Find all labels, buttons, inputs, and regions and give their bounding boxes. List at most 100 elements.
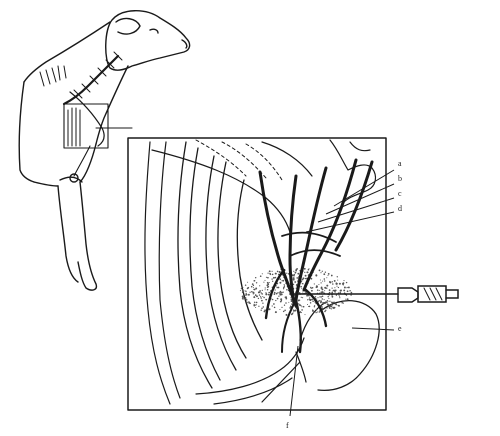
stipple-dot — [258, 306, 259, 307]
stipple-dot — [327, 300, 328, 301]
stipple-dot — [253, 287, 254, 288]
dog-head — [106, 11, 190, 70]
detail-frame-border — [128, 138, 386, 410]
stipple-dot — [267, 272, 268, 273]
stipple-dot — [261, 310, 262, 311]
stipple-dot — [311, 278, 313, 280]
stipple-dot — [312, 309, 313, 310]
stipple-dot — [279, 271, 281, 273]
stipple-dot — [324, 280, 325, 281]
stipple-dot — [258, 292, 260, 294]
stipple-dot — [262, 296, 263, 297]
stipple-dot — [265, 287, 266, 288]
stipple-dot — [283, 288, 284, 289]
stipple-dot — [332, 292, 333, 293]
stipple-dot — [293, 311, 294, 312]
stipple-dot — [325, 310, 326, 311]
stipple-dot — [342, 283, 344, 285]
stipple-dot — [324, 278, 326, 280]
stipple-dot — [242, 287, 243, 288]
stipple-dot — [255, 277, 256, 278]
stipple-dot — [321, 306, 323, 308]
stipple-dot — [295, 272, 297, 274]
stipple-dot — [329, 301, 330, 302]
stipple-dot — [253, 296, 255, 298]
stipple-dot — [312, 287, 314, 289]
stipple-dot — [253, 280, 254, 281]
stipple-dot — [337, 276, 338, 277]
stipple-dot — [269, 270, 271, 272]
stipple-dot — [284, 285, 285, 286]
stipple-dot — [263, 297, 265, 299]
body-wall-inner — [159, 142, 180, 398]
stipple-dot — [240, 290, 241, 291]
stipple-dot — [322, 291, 323, 292]
stipple-dot — [336, 282, 338, 284]
stipple-dot — [338, 287, 339, 288]
nerve-branch-2 — [296, 300, 301, 352]
stipple-dot — [291, 314, 293, 316]
stipple-dot — [255, 294, 257, 296]
stipple-dot — [276, 287, 278, 289]
stipple-dot — [305, 278, 306, 279]
stipple-dot — [315, 274, 317, 276]
stipple-dot — [314, 283, 315, 284]
stipple-dot — [314, 306, 315, 307]
stipple-dot — [333, 290, 334, 291]
stipple-dot — [265, 293, 267, 295]
stipple-dot — [339, 296, 340, 297]
stipple-dot — [285, 298, 287, 300]
stipple-dot — [260, 275, 262, 277]
stipple-dot — [262, 290, 263, 291]
stipple-dot — [320, 272, 321, 273]
stipple-dot — [275, 289, 276, 290]
stipple-dot — [337, 283, 338, 284]
stipple-dot — [293, 271, 294, 272]
stipple-dot — [275, 273, 277, 275]
stipple-dot — [286, 289, 288, 291]
stipple-dot — [268, 294, 270, 296]
stipple-dot — [311, 290, 313, 292]
stipple-dot — [305, 314, 306, 315]
vertebra-process — [350, 142, 370, 151]
stipple-dot — [248, 294, 250, 296]
stipple-dot — [271, 278, 272, 279]
stipple-dot — [263, 306, 264, 307]
nerve-root-2 — [290, 176, 296, 302]
stipple-dot — [277, 271, 279, 273]
stipple-dot — [283, 292, 284, 293]
stipple-dot — [297, 273, 299, 275]
needle-hub — [398, 288, 418, 302]
stipple-dot — [294, 310, 296, 312]
brachial-plexus-nerves — [260, 160, 372, 352]
stipple-dot — [259, 290, 261, 292]
stipple-dot — [306, 271, 308, 273]
stipple-dot — [300, 286, 302, 288]
stipple-dot — [273, 303, 275, 305]
stipple-dot — [308, 306, 309, 307]
syringe-plunger — [446, 290, 458, 298]
stipple-dot — [293, 277, 295, 279]
dog-outline — [19, 11, 189, 290]
stipple-dot — [329, 289, 331, 291]
stipple-dot — [302, 297, 303, 298]
shoulder-contour — [262, 142, 312, 176]
label-a: a — [398, 159, 402, 168]
stipple-dot — [278, 296, 279, 297]
stipple-dot — [261, 308, 263, 310]
stipple-dot — [324, 287, 326, 289]
nerve-branch-4 — [282, 300, 296, 352]
stipple-dot — [284, 310, 286, 312]
stipple-dot — [331, 296, 333, 298]
dog-belly — [34, 182, 58, 186]
stipple-dot — [329, 292, 331, 294]
stipple-dot — [343, 280, 344, 281]
stipple-dot — [327, 296, 328, 297]
stipple-dot — [274, 293, 276, 295]
stipple-dot — [311, 299, 313, 301]
stipple-dot — [321, 287, 323, 289]
stipple-dot — [255, 288, 257, 290]
rib-3 — [237, 180, 262, 340]
stipple-dot — [332, 281, 333, 282]
